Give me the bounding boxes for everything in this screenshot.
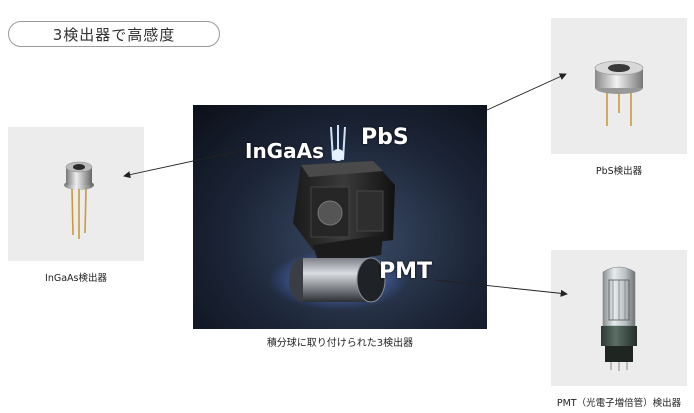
pmt-detector-image [601, 266, 637, 371]
ingaas-label: InGaAs [245, 139, 324, 163]
heading-text: 3検出器で高感度 [52, 25, 176, 44]
pbs-detector-photo [551, 18, 687, 154]
integrating-sphere-photo: InGaAs PbS PMT [193, 105, 487, 329]
center-caption: 積分球に取り付けられた3検出器 [266, 338, 414, 349]
pbs-label: PbS [361, 125, 409, 150]
pmt-detector-photo [551, 250, 687, 386]
pbs-caption: PbS検出器 [595, 166, 643, 177]
ingaas-detector-photo [8, 127, 144, 261]
pbs-detector-image [594, 60, 644, 126]
integrating-sphere-image [268, 125, 408, 310]
ingaas-caption: InGaAs検出器 [45, 273, 107, 284]
ingaas-detector-image [64, 161, 94, 239]
pmt-label: PMT [379, 259, 433, 284]
pmt-caption: PMT（光電子増倍管）検出器 [556, 398, 682, 409]
heading-badge: 3検出器で高感度 [8, 21, 220, 47]
